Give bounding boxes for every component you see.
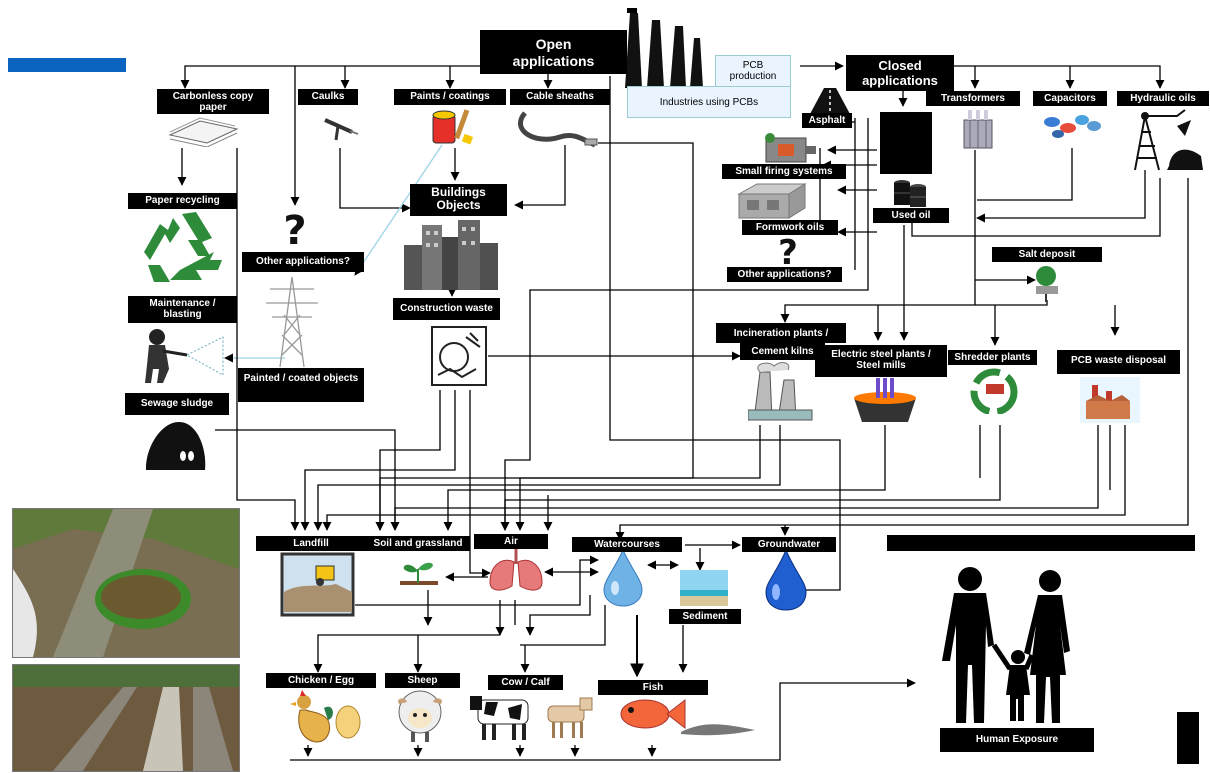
paint-bucket-icon xyxy=(432,109,474,145)
city-buildings-icon xyxy=(404,220,498,290)
label-carbonless-copy-paper: Carbonless copy paper xyxy=(157,89,269,114)
label-groundwater: Groundwater xyxy=(742,537,836,552)
salt-deposit-icon xyxy=(1036,266,1058,302)
sludge-pile-icon xyxy=(145,422,206,470)
label-sediment: Sediment xyxy=(669,609,741,624)
steel-ladle-icon xyxy=(854,378,916,422)
cow-calf-icon xyxy=(470,696,593,740)
shredder-recycle-icon xyxy=(970,368,1018,414)
label-closed-applications: Closed applications xyxy=(846,55,954,91)
chicken-egg-icon xyxy=(290,690,361,743)
photo-oil-collection xyxy=(12,508,240,658)
label-transformers: Transformers xyxy=(926,91,1020,106)
svg-text:?: ? xyxy=(778,233,798,268)
sheep-icon xyxy=(398,690,442,742)
oil-container-block xyxy=(880,112,932,174)
label-open-applications: Open applications xyxy=(480,30,627,74)
label-chicken-egg: Chicken / Egg xyxy=(266,673,376,688)
label-used-oil: Used oil xyxy=(873,208,949,223)
mine-headframe-icon xyxy=(1134,109,1203,171)
cable-icon xyxy=(518,111,598,148)
label-cable-sheaths: Cable sheaths xyxy=(510,89,610,105)
label-painted-coated-objects: Painted / coated objects xyxy=(238,368,364,402)
label-human-exposure: Human Exposure xyxy=(940,728,1094,752)
oil-barrels-icon xyxy=(894,180,926,207)
concrete-block-icon xyxy=(737,183,807,219)
label-air: Air xyxy=(474,534,548,549)
label-pcb-waste-disposal: PCB waste disposal xyxy=(1057,350,1180,374)
firing-system-icon xyxy=(765,133,816,163)
water-drop-icon xyxy=(765,548,807,611)
seedling-icon xyxy=(400,562,438,585)
asphalt-road-icon xyxy=(810,88,850,114)
label-asphalt: Asphalt xyxy=(802,113,852,128)
label-fish: Fish xyxy=(598,680,708,695)
recycle-icon xyxy=(144,212,222,282)
label-other-applications-closed: Other applications? xyxy=(727,267,842,282)
factory-chimneys-icon xyxy=(625,8,703,88)
blank-block xyxy=(1177,712,1199,764)
label-sewage-sludge: Sewage sludge xyxy=(125,393,229,415)
label-soil-and-grassland: Soil and grassland xyxy=(366,536,470,551)
label-paper-recycling: Paper recycling xyxy=(128,193,237,209)
label-capacitors: Capacitors xyxy=(1033,91,1107,106)
label-maintenance-blasting: Maintenance / blasting xyxy=(128,296,237,323)
label-sheep: Sheep xyxy=(385,673,460,688)
label-electric-steel-plants: Electric steel plants / Steel mills xyxy=(815,345,947,377)
label-caulks: Caulks xyxy=(298,89,358,105)
label-shredder-plants: Shredder plants xyxy=(948,350,1037,365)
label-landfill: Landfill xyxy=(256,536,366,551)
fish-icon xyxy=(620,698,755,736)
label-small-firing-systems: Small firing systems xyxy=(722,164,846,179)
incinerator-icon xyxy=(748,362,813,421)
question-mark-icon: ? xyxy=(778,233,798,268)
label-pcb-production: PCB production xyxy=(715,55,791,87)
label-incineration-plants: Incineration plants / xyxy=(716,323,846,343)
label-cement-kilns: Cement kilns xyxy=(740,343,825,360)
label-paints-coatings: Paints / coatings xyxy=(394,89,506,105)
label-buildings-objects: Buildings Objects xyxy=(410,184,507,216)
label-watercourses: Watercourses xyxy=(572,537,682,552)
blasting-worker-icon xyxy=(145,329,224,383)
waste-facility-icon xyxy=(1080,377,1140,423)
question-mark-icon: ? xyxy=(283,208,306,250)
family-silhouette-icon xyxy=(942,567,1070,723)
photo-drainage-channels xyxy=(12,664,240,772)
accent-bar xyxy=(8,58,126,72)
construction-waste-icon xyxy=(431,326,487,386)
lungs-icon xyxy=(489,548,543,591)
transformer-icon xyxy=(963,110,993,149)
svg-text:?: ? xyxy=(283,208,306,250)
sediment-icon xyxy=(680,570,728,606)
water-drop-icon xyxy=(603,548,643,607)
label-hydraulic-oils: Hydraulic oils xyxy=(1117,91,1209,106)
caulk-gun-icon xyxy=(324,118,359,141)
label-salt-deposit: Salt deposit xyxy=(992,247,1102,262)
paper-stack-icon xyxy=(168,117,239,147)
landfill-icon xyxy=(280,552,355,617)
capacitor-icon xyxy=(1044,115,1101,138)
label-other-applications-open: Other applications? xyxy=(242,252,364,272)
power-pylon-icon xyxy=(266,276,318,368)
label-industries-using-pcbs: Industries using PCBs xyxy=(627,86,791,118)
label-cow-calf: Cow / Calf xyxy=(488,675,563,690)
label-construction-waste: Construction waste xyxy=(393,298,500,320)
label-formwork-oils: Formwork oils xyxy=(742,220,838,235)
blank-label-bar xyxy=(887,535,1195,551)
